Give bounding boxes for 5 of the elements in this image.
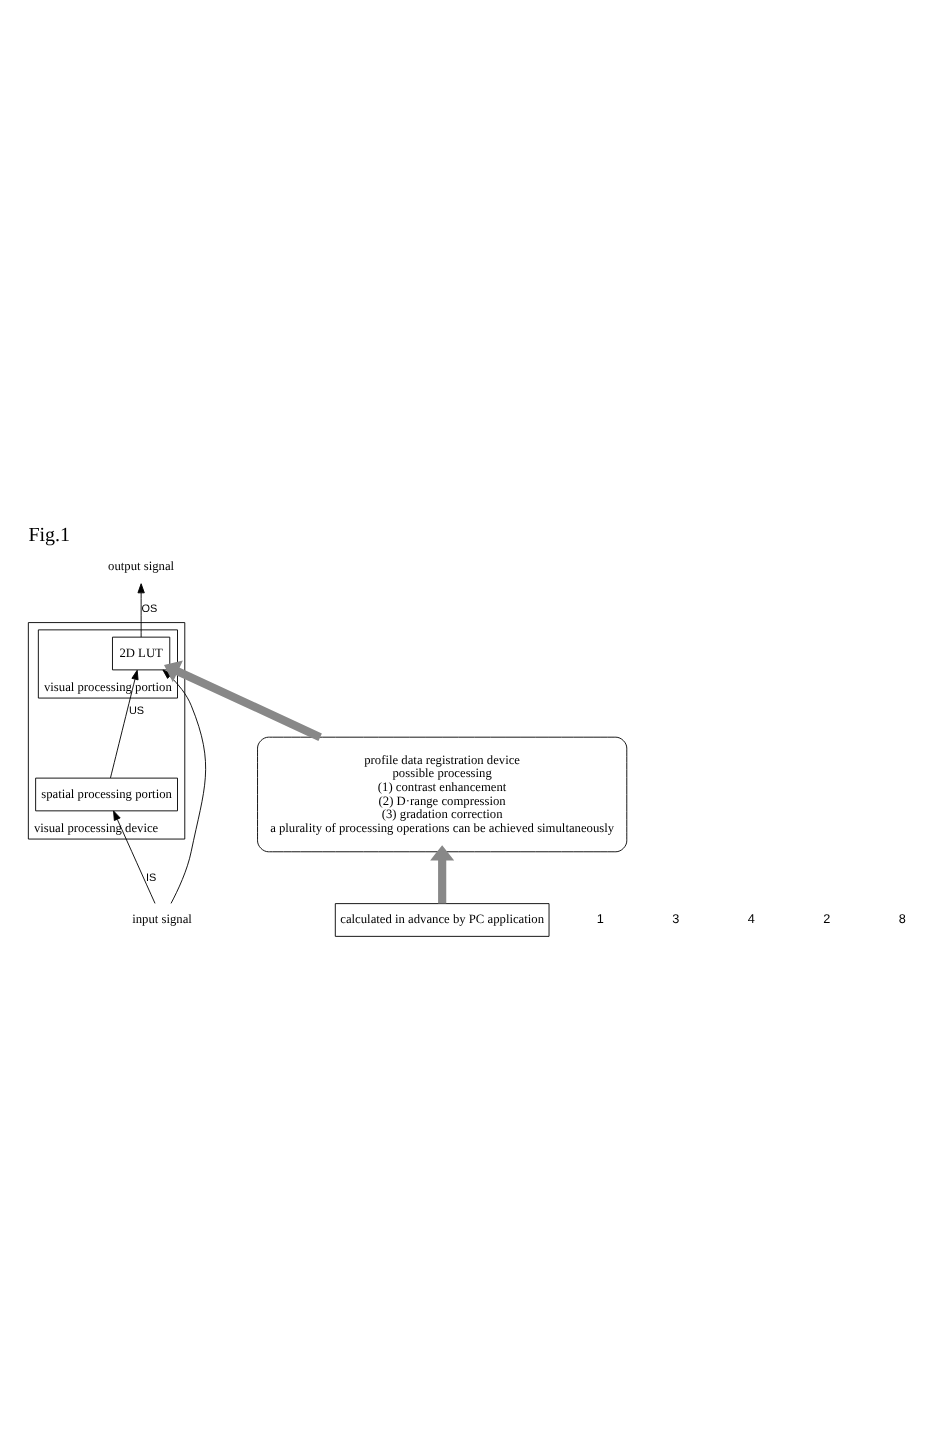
arrow [113,809,156,903]
arrow [137,582,145,637]
arrow [110,668,139,778]
arrow [430,844,455,903]
diagram-title: Fig.1 [28,524,71,547]
